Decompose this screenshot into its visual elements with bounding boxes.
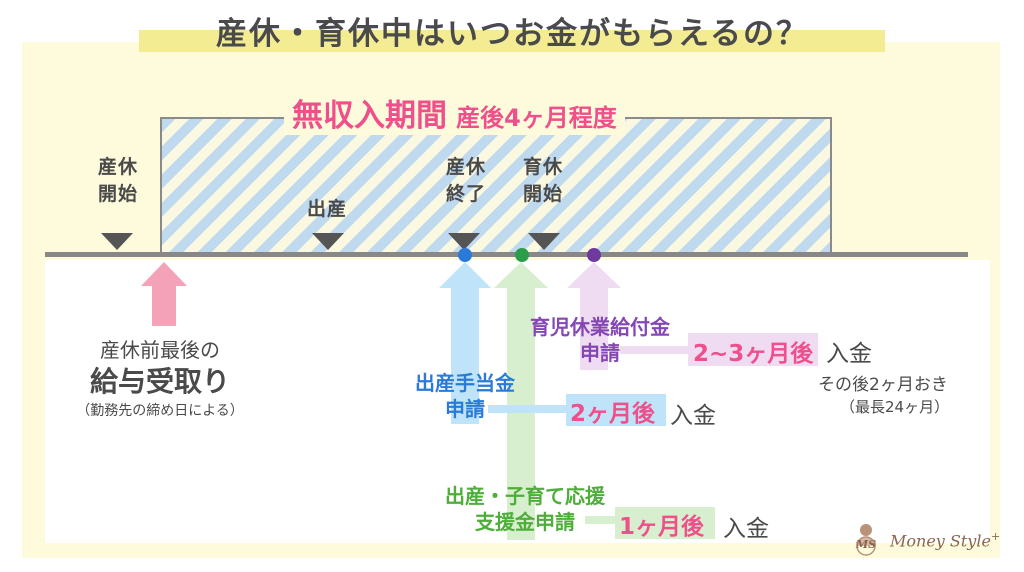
last-salary-arrow (141, 262, 187, 326)
childcare-benefit-name: 育児休業給付金 申請 (530, 315, 670, 365)
support-grant-timing-band (615, 507, 715, 539)
support-grant-name: 出産・子育て応援 支援金申請 (445, 484, 605, 534)
birth-marker (312, 233, 344, 250)
last-salary-note: （勤務先の締め日による） (76, 403, 244, 419)
childcare-start-label: 育休 開始 (522, 156, 563, 205)
brand-logo-icon (856, 524, 876, 556)
no-income-period-label: 無収入期間 産後4ヶ月程度 (284, 90, 625, 135)
support-grant-timing: 1ヶ月後 (619, 514, 705, 540)
childcare-benefit-connector (620, 346, 700, 354)
childbirth-allowance-connector (488, 405, 574, 413)
support-grant-connector (585, 516, 625, 524)
support-grant-deposit: 入金 (723, 516, 769, 542)
childcare-start-marker (528, 233, 560, 250)
childcare-benefit-dot (587, 248, 601, 262)
no-income-period-title: 無収入期間 (292, 98, 447, 134)
maternity-end-label: 産休 終了 (445, 156, 486, 205)
childcare-benefit-note: その後2ヶ月おき (818, 375, 948, 395)
maternity-start-marker (101, 233, 133, 250)
no-income-period-duration: 産後4ヶ月程度 (456, 104, 617, 132)
childcare-benefit-deposit: 入金 (826, 341, 872, 367)
maternity-start-label: 産休 開始 (97, 156, 138, 205)
birth-label: 出産 (306, 198, 347, 220)
childcare-benefit-timing: 2~3ヶ月後 (693, 341, 814, 367)
page-title: 産休・育休中はいつお金がもらえるの？ (215, 16, 810, 52)
childbirth-allowance-arrow (439, 262, 491, 424)
brand-name: Money Style+ (890, 530, 1000, 550)
childbirth-allowance-name: 出産手当金 申請 (415, 371, 515, 421)
childbirth-allowance-timing-band (566, 394, 666, 426)
childbirth-allowance-dot (458, 248, 472, 262)
childcare-benefit-max: （最長24ヶ月） (840, 398, 950, 416)
childcare-benefit-arrow (567, 262, 621, 370)
support-grant-arrow (494, 262, 548, 540)
childbirth-allowance-deposit: 入金 (670, 403, 716, 429)
brand-name-text: Money Style (890, 531, 991, 551)
timeline-axis (45, 252, 968, 257)
brand-logo: MS (848, 520, 884, 556)
childcare-benefit-timing-band (688, 333, 818, 366)
brand-logo-text: MS (855, 538, 877, 551)
no-income-period-box (160, 117, 832, 256)
last-salary-line2: 給与受取り (89, 365, 230, 398)
title-highlight (139, 30, 885, 52)
support-grant-dot (515, 248, 529, 262)
last-salary-line1: 産休前最後の (100, 338, 220, 362)
maternity-end-marker (448, 233, 480, 250)
childbirth-allowance-timing: 2ヶ月後 (570, 401, 656, 427)
brand-suffix: + (990, 530, 1001, 543)
